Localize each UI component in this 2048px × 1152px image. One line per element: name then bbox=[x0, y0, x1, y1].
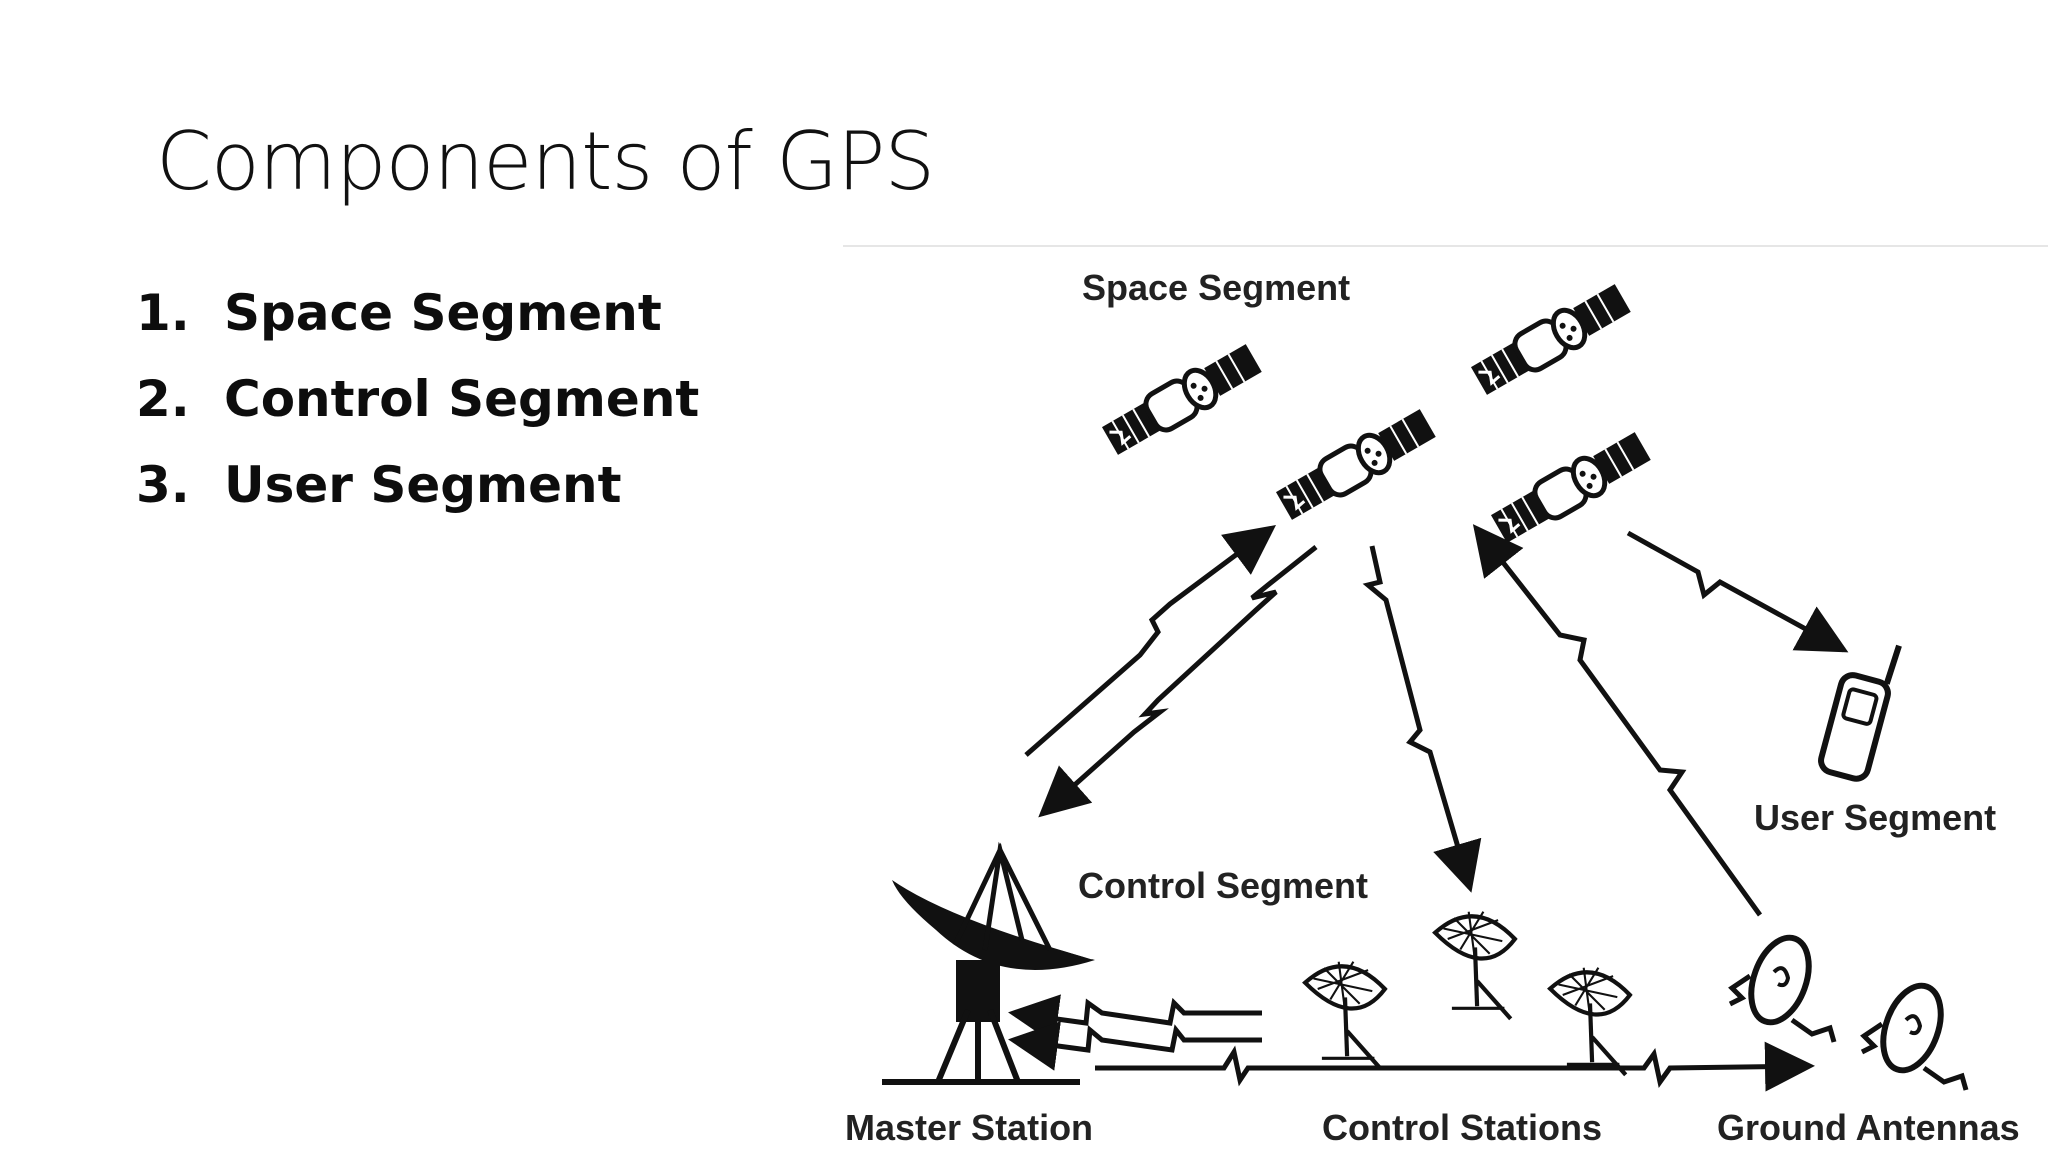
control-stations-label: Control Stations bbox=[1322, 1107, 1602, 1148]
gps-components-diagram: Space Segment User Segment Control Segme… bbox=[845, 267, 2020, 1148]
ground-antennas-label: Ground Antennas bbox=[1717, 1107, 2020, 1148]
satellite-icon bbox=[1469, 281, 1633, 399]
satellite-dish-icon bbox=[1305, 962, 1385, 1069]
master-to-ground-arrow bbox=[1095, 1041, 1815, 1092]
list-item-number: 2. bbox=[136, 370, 190, 428]
list-item-number: 3. bbox=[136, 456, 190, 514]
ground-antenna-icon bbox=[1862, 978, 1966, 1090]
space-to-control-stations-arrow bbox=[1362, 545, 1482, 893]
ground-antenna-icon bbox=[1730, 930, 1834, 1042]
signal-arrows bbox=[1008, 524, 1849, 1092]
master-station-label: Master Station bbox=[845, 1107, 1093, 1148]
slide-title: Components of GPS bbox=[156, 115, 935, 208]
user-segment-label: User Segment bbox=[1754, 797, 1996, 838]
satellite-icon bbox=[1274, 406, 1438, 524]
list-item-label: User Segment bbox=[224, 456, 622, 514]
control-to-master-arrow bbox=[1008, 994, 1262, 1044]
ground-to-space-arrow bbox=[1472, 524, 1763, 917]
satellite-icon bbox=[1489, 429, 1653, 547]
uplink-arrow bbox=[1024, 525, 1277, 757]
list-item-label: Space Segment bbox=[224, 284, 662, 342]
satellite-dish-icon bbox=[882, 841, 1095, 1085]
figure-top-border bbox=[843, 245, 2048, 247]
space-segment-label: Space Segment bbox=[1082, 267, 1350, 308]
space-to-user-arrow bbox=[1626, 530, 1849, 653]
satellite-dish-icon bbox=[1550, 968, 1630, 1075]
mobile-phone-icon bbox=[1818, 644, 1902, 782]
downlink-arrow bbox=[1038, 545, 1318, 818]
list-item: 1. Space Segment bbox=[136, 270, 699, 356]
control-segment-label: Control Segment bbox=[1078, 865, 1368, 906]
satellite-dish-icon bbox=[1435, 912, 1515, 1019]
control-to-master-arrow bbox=[1008, 1021, 1262, 1071]
satellite-icon bbox=[1100, 341, 1264, 459]
list-item: 3. User Segment bbox=[136, 442, 699, 528]
list-item: 2. Control Segment bbox=[136, 356, 699, 442]
list-item-number: 1. bbox=[136, 284, 190, 342]
bullet-list: 1. Space Segment 2. Control Segment 3. U… bbox=[136, 270, 699, 528]
list-item-label: Control Segment bbox=[224, 370, 700, 428]
